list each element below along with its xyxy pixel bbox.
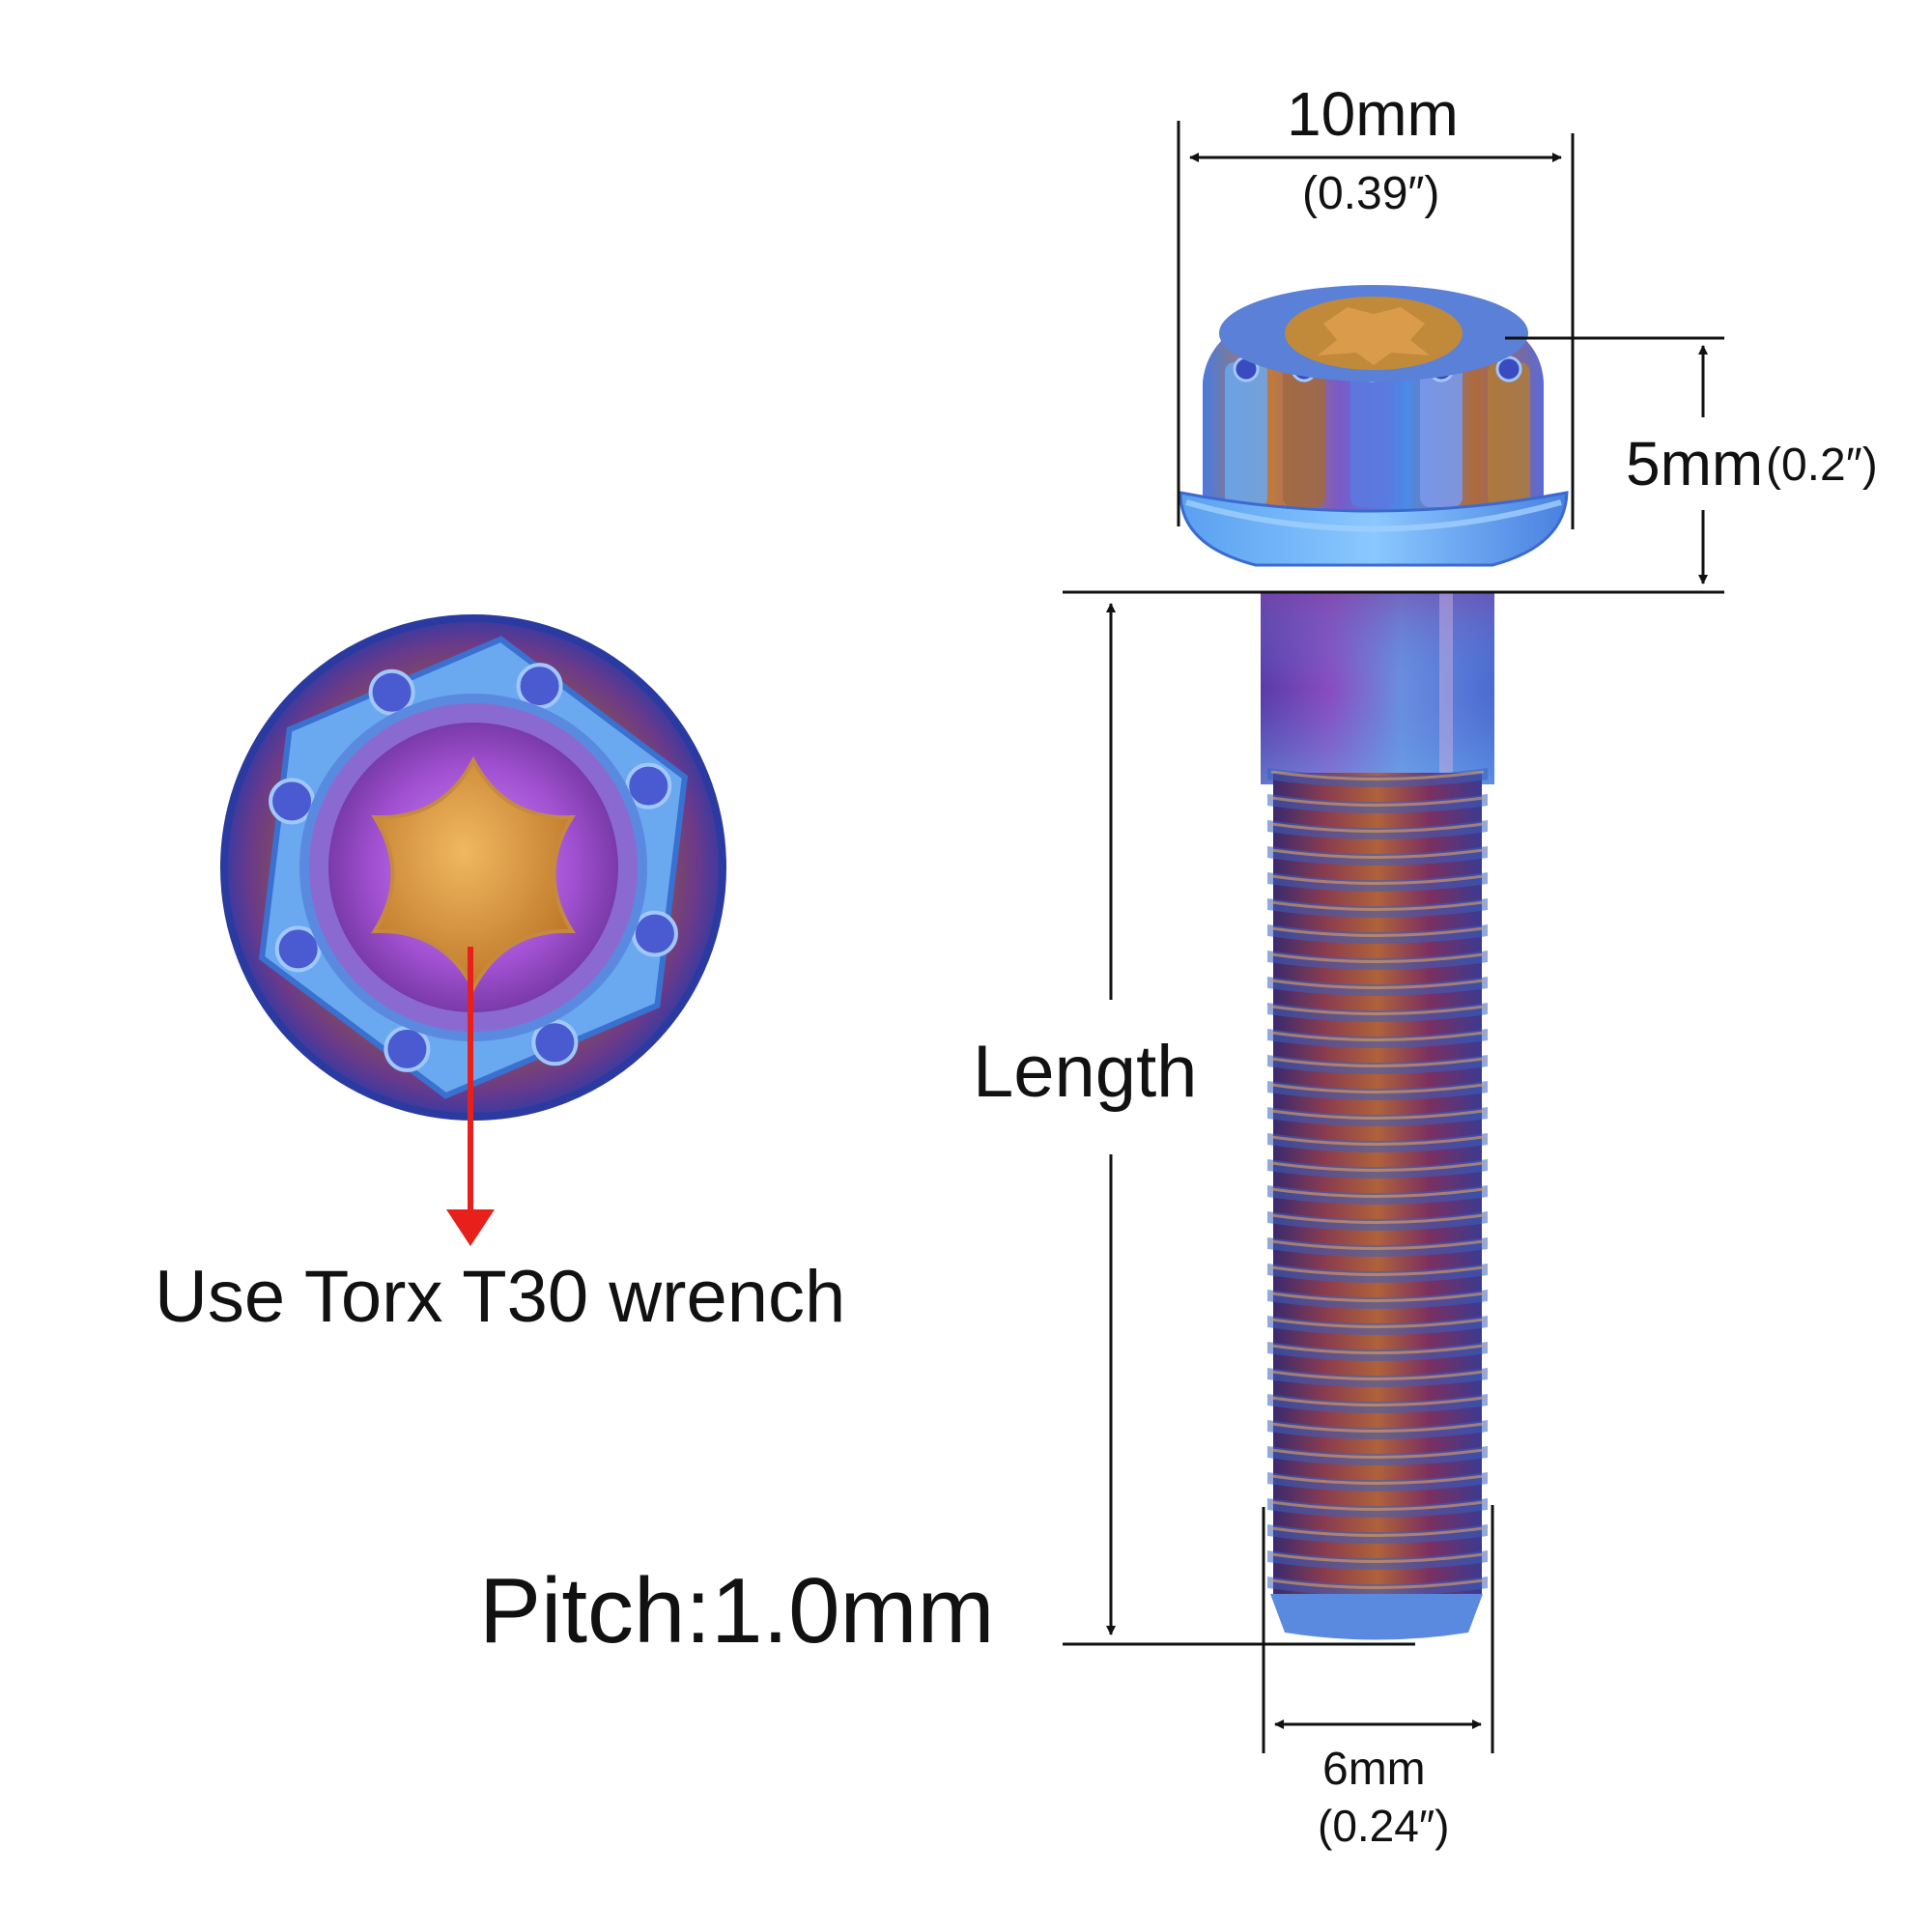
head-flute — [1283, 362, 1325, 507]
head-height-imperial: (0.2″) — [1766, 440, 1878, 491]
dimple — [269, 778, 316, 825]
pointer-arrow — [446, 947, 495, 1246]
head-height-metric: 5mm — [1626, 429, 1764, 498]
thread-diameter-imperial: (0.24″) — [1318, 1801, 1450, 1851]
dimple — [384, 1025, 431, 1072]
dimple — [516, 663, 563, 710]
head-flute — [1420, 362, 1463, 507]
wrench-note: Use Torx T30 wrench — [155, 1256, 846, 1338]
dimple — [631, 910, 678, 957]
head-flute — [1488, 362, 1530, 507]
head-flutes — [1225, 355, 1530, 507]
dimple — [625, 762, 672, 810]
length-label: Length — [973, 1031, 1198, 1113]
bolt-side-view — [1179, 285, 1569, 1640]
head-width-imperial: (0.39″) — [1302, 168, 1440, 219]
dimple — [274, 925, 322, 973]
head-flute — [1350, 362, 1393, 507]
thread-diameter-metric: 6mm — [1322, 1744, 1426, 1795]
head-flute — [1225, 362, 1267, 507]
head-width-metric: 10mm — [1287, 79, 1459, 149]
dimple — [531, 1019, 579, 1066]
dimple — [368, 668, 415, 716]
head-top-view — [220, 614, 726, 1121]
dimension-lines — [1063, 121, 1724, 1753]
thread-section — [1267, 768, 1488, 1596]
pitch-label: Pitch:1.0mm — [479, 1559, 995, 1662]
